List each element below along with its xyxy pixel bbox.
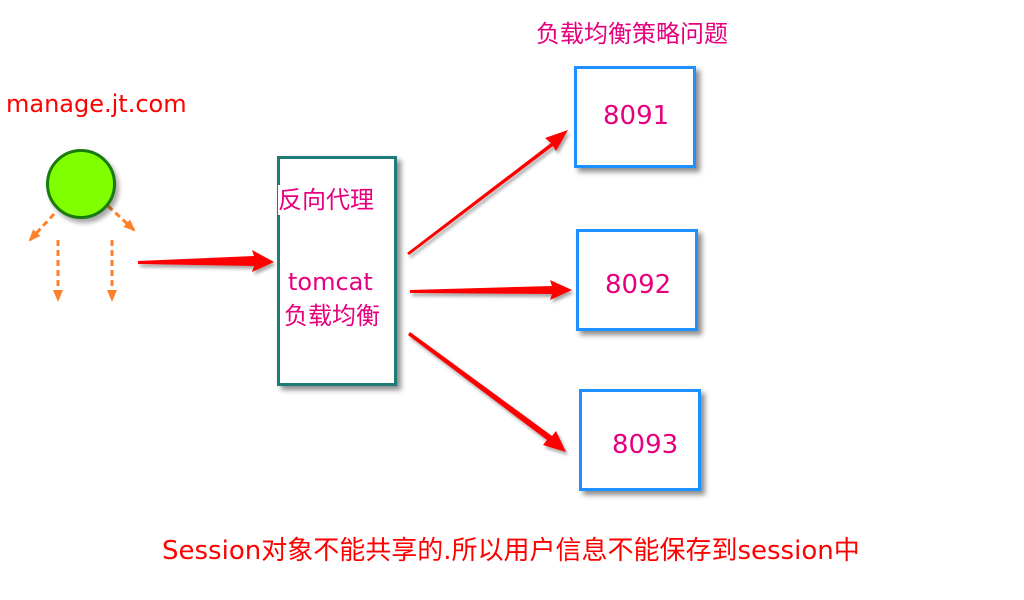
diagram-title: 负载均衡策略问题 <box>536 20 728 48</box>
proxy-box: 反向代理 tomcat 负载均衡 <box>277 156 397 386</box>
server-box-8093: 8093 <box>579 389 701 491</box>
arrow-client-to-proxy <box>138 250 274 272</box>
client-request-arrows <box>28 204 136 302</box>
server-port-label: 8092 <box>605 270 672 300</box>
arrow-proxy-to-8093 <box>408 332 566 452</box>
client-node <box>46 149 116 219</box>
client-arrow-left-diag <box>28 212 56 242</box>
proxy-label-load-balance: 负载均衡 <box>284 301 380 331</box>
footer-note: Session对象不能共享的.所以用户信息不能保存到session中 <box>162 536 860 566</box>
arrow-proxy-to-8091 <box>407 130 568 255</box>
server-port-label: 8093 <box>612 430 679 460</box>
client-domain-label: manage.jt.com <box>6 90 187 118</box>
server-box-8092: 8092 <box>576 229 698 331</box>
server-box-8091: 8091 <box>574 66 696 168</box>
proxy-label-tomcat: tomcat <box>288 268 373 296</box>
proxy-label-reverse-proxy: 反向代理 <box>278 185 374 215</box>
client-arrow-right-diag <box>106 204 136 232</box>
server-port-label: 8091 <box>603 101 670 131</box>
arrow-proxy-to-8092 <box>410 280 572 300</box>
